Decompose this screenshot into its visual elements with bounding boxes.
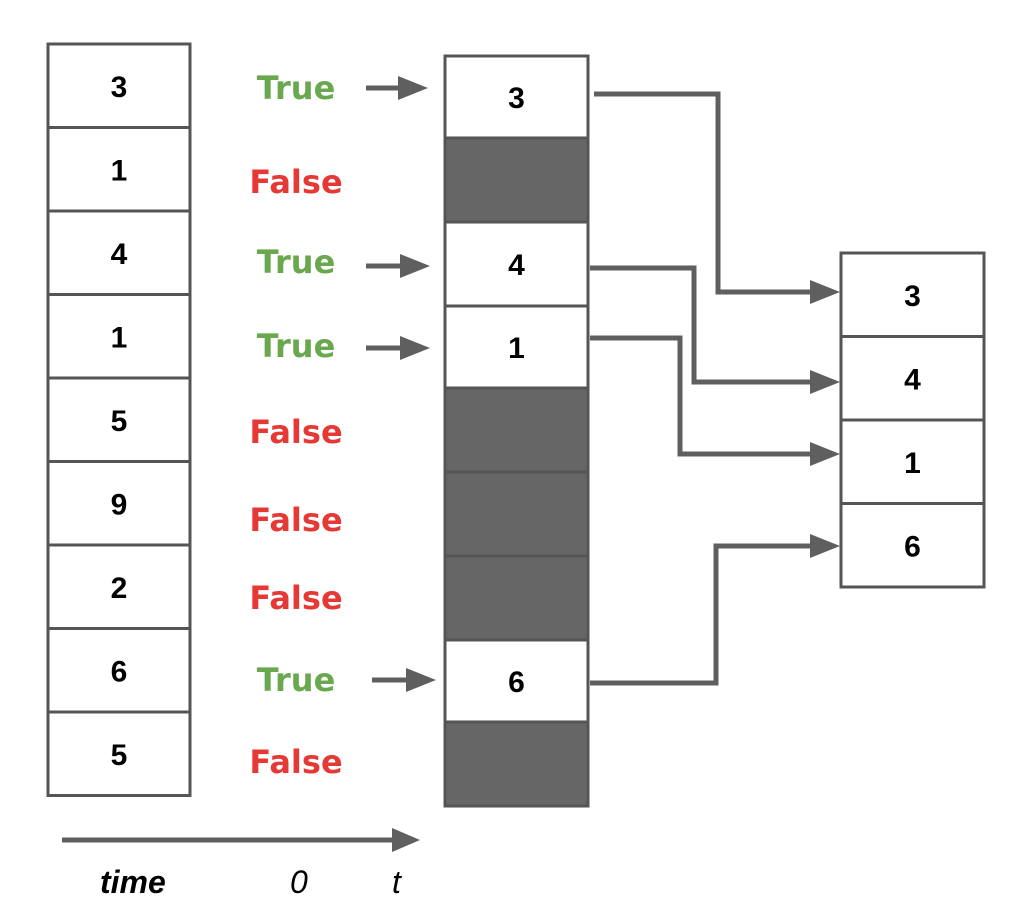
masked-cell-empty xyxy=(443,720,590,808)
input-column: 3 1 4 1 5 9 2 6 5 xyxy=(46,42,192,797)
masked-cell: 3 xyxy=(443,54,590,140)
input-cell-box xyxy=(46,710,192,797)
masked-cell-value: 1 xyxy=(508,332,525,365)
output-cell-box xyxy=(839,335,986,422)
masked-cell-box xyxy=(443,554,590,642)
masked-cell-empty xyxy=(443,470,590,558)
flag-arrow-4 xyxy=(366,336,430,360)
flag-true: True xyxy=(257,661,336,699)
route-arrow-4-line xyxy=(590,265,810,385)
flag-arrow-8-head xyxy=(406,668,436,692)
input-cell-value: 5 xyxy=(111,739,128,772)
input-cell-value: 3 xyxy=(111,71,128,104)
flag-true: True xyxy=(257,327,336,365)
output-cell-value: 6 xyxy=(904,530,921,563)
input-cell-value: 5 xyxy=(111,405,128,438)
masked-column: 3 4 1 6 xyxy=(443,54,590,808)
input-cell: 1 xyxy=(46,126,192,213)
masked-cell-box xyxy=(443,304,590,390)
route-arrow-4-head xyxy=(810,370,840,394)
input-cell-value: 1 xyxy=(111,321,128,354)
output-cell: 6 xyxy=(839,502,986,589)
masked-cell-box xyxy=(443,54,590,140)
flag-arrow-8 xyxy=(372,668,436,692)
route-arrow-3 xyxy=(594,91,840,304)
time-axis-label: time xyxy=(100,864,166,900)
masked-cell-box xyxy=(443,386,590,474)
route-arrow-3-line xyxy=(594,91,810,295)
input-cell-value: 4 xyxy=(111,238,128,271)
output-cell-box xyxy=(839,251,986,338)
input-cell-box xyxy=(46,460,192,547)
route-arrow-4 xyxy=(590,265,840,394)
output-cell-value: 3 xyxy=(904,280,921,313)
masked-cell-box xyxy=(443,220,590,308)
input-cell: 3 xyxy=(46,42,192,129)
output-cell: 1 xyxy=(839,418,986,505)
output-cell: 4 xyxy=(839,335,986,422)
flag-arrow-3 xyxy=(366,254,430,278)
flag-arrow-1 xyxy=(366,76,428,100)
masked-cell-value: 6 xyxy=(508,666,525,699)
masked-cell-empty xyxy=(443,386,590,474)
output-cell-box xyxy=(839,418,986,505)
time-axis-start: 0 xyxy=(290,864,308,900)
flag-true: True xyxy=(257,243,336,281)
input-cell: 9 xyxy=(46,460,192,547)
route-arrow-6-head xyxy=(810,534,840,558)
input-cell-box xyxy=(46,293,192,380)
masked-cell-empty xyxy=(443,554,590,642)
flag-true: True xyxy=(257,69,336,107)
connector-arrows xyxy=(366,76,840,692)
flag-arrow-1-head xyxy=(398,76,428,100)
route-arrow-6 xyxy=(590,534,840,686)
flag-false: False xyxy=(249,579,342,617)
masked-cell-value: 4 xyxy=(508,249,525,282)
input-cell-value: 1 xyxy=(111,154,128,187)
flag-false: False xyxy=(249,163,342,201)
route-arrow-1 xyxy=(590,335,840,466)
time-axis: time 0 t xyxy=(62,828,420,900)
time-axis-end: t xyxy=(392,864,402,900)
output-cell: 3 xyxy=(839,251,986,338)
input-cell-box xyxy=(46,42,192,129)
flag-false: False xyxy=(249,413,342,451)
output-cell-value: 4 xyxy=(904,363,921,396)
input-cell: 5 xyxy=(46,376,192,463)
masked-cell-empty xyxy=(443,136,590,224)
predicate-column: TrueFalseTrueTrueFalseFalseFalseTrueFals… xyxy=(249,69,342,781)
input-cell: 6 xyxy=(46,627,192,714)
route-arrow-1-head xyxy=(810,442,840,466)
masked-cell: 4 xyxy=(443,220,590,308)
flag-false: False xyxy=(249,501,342,539)
input-cell: 5 xyxy=(46,710,192,797)
input-cell: 4 xyxy=(46,209,192,296)
time-axis-arrowhead xyxy=(392,828,420,852)
input-cell: 1 xyxy=(46,293,192,380)
input-cell-value: 2 xyxy=(111,572,128,605)
flag-false: False xyxy=(249,743,342,781)
input-cell-box xyxy=(46,627,192,714)
route-arrow-6-line xyxy=(590,543,810,686)
input-cell-box xyxy=(46,126,192,213)
masked-cell: 6 xyxy=(443,638,590,724)
masked-cell-box xyxy=(443,470,590,558)
input-cell-value: 6 xyxy=(111,655,128,688)
masked-cell-box xyxy=(443,720,590,808)
flag-arrow-3-head xyxy=(400,254,430,278)
input-cell: 2 xyxy=(46,543,192,630)
route-arrow-3-head xyxy=(810,280,840,304)
input-cell-value: 9 xyxy=(111,488,128,521)
output-cell-box xyxy=(839,502,986,589)
masked-cell-box xyxy=(443,136,590,224)
output-cell-value: 1 xyxy=(904,447,921,480)
route-arrow-1-line xyxy=(590,335,810,457)
masked-cell: 1 xyxy=(443,304,590,390)
output-column: 3 4 1 6 xyxy=(839,251,986,589)
masked-cell-value: 3 xyxy=(508,82,525,115)
flag-arrow-4-head xyxy=(400,336,430,360)
